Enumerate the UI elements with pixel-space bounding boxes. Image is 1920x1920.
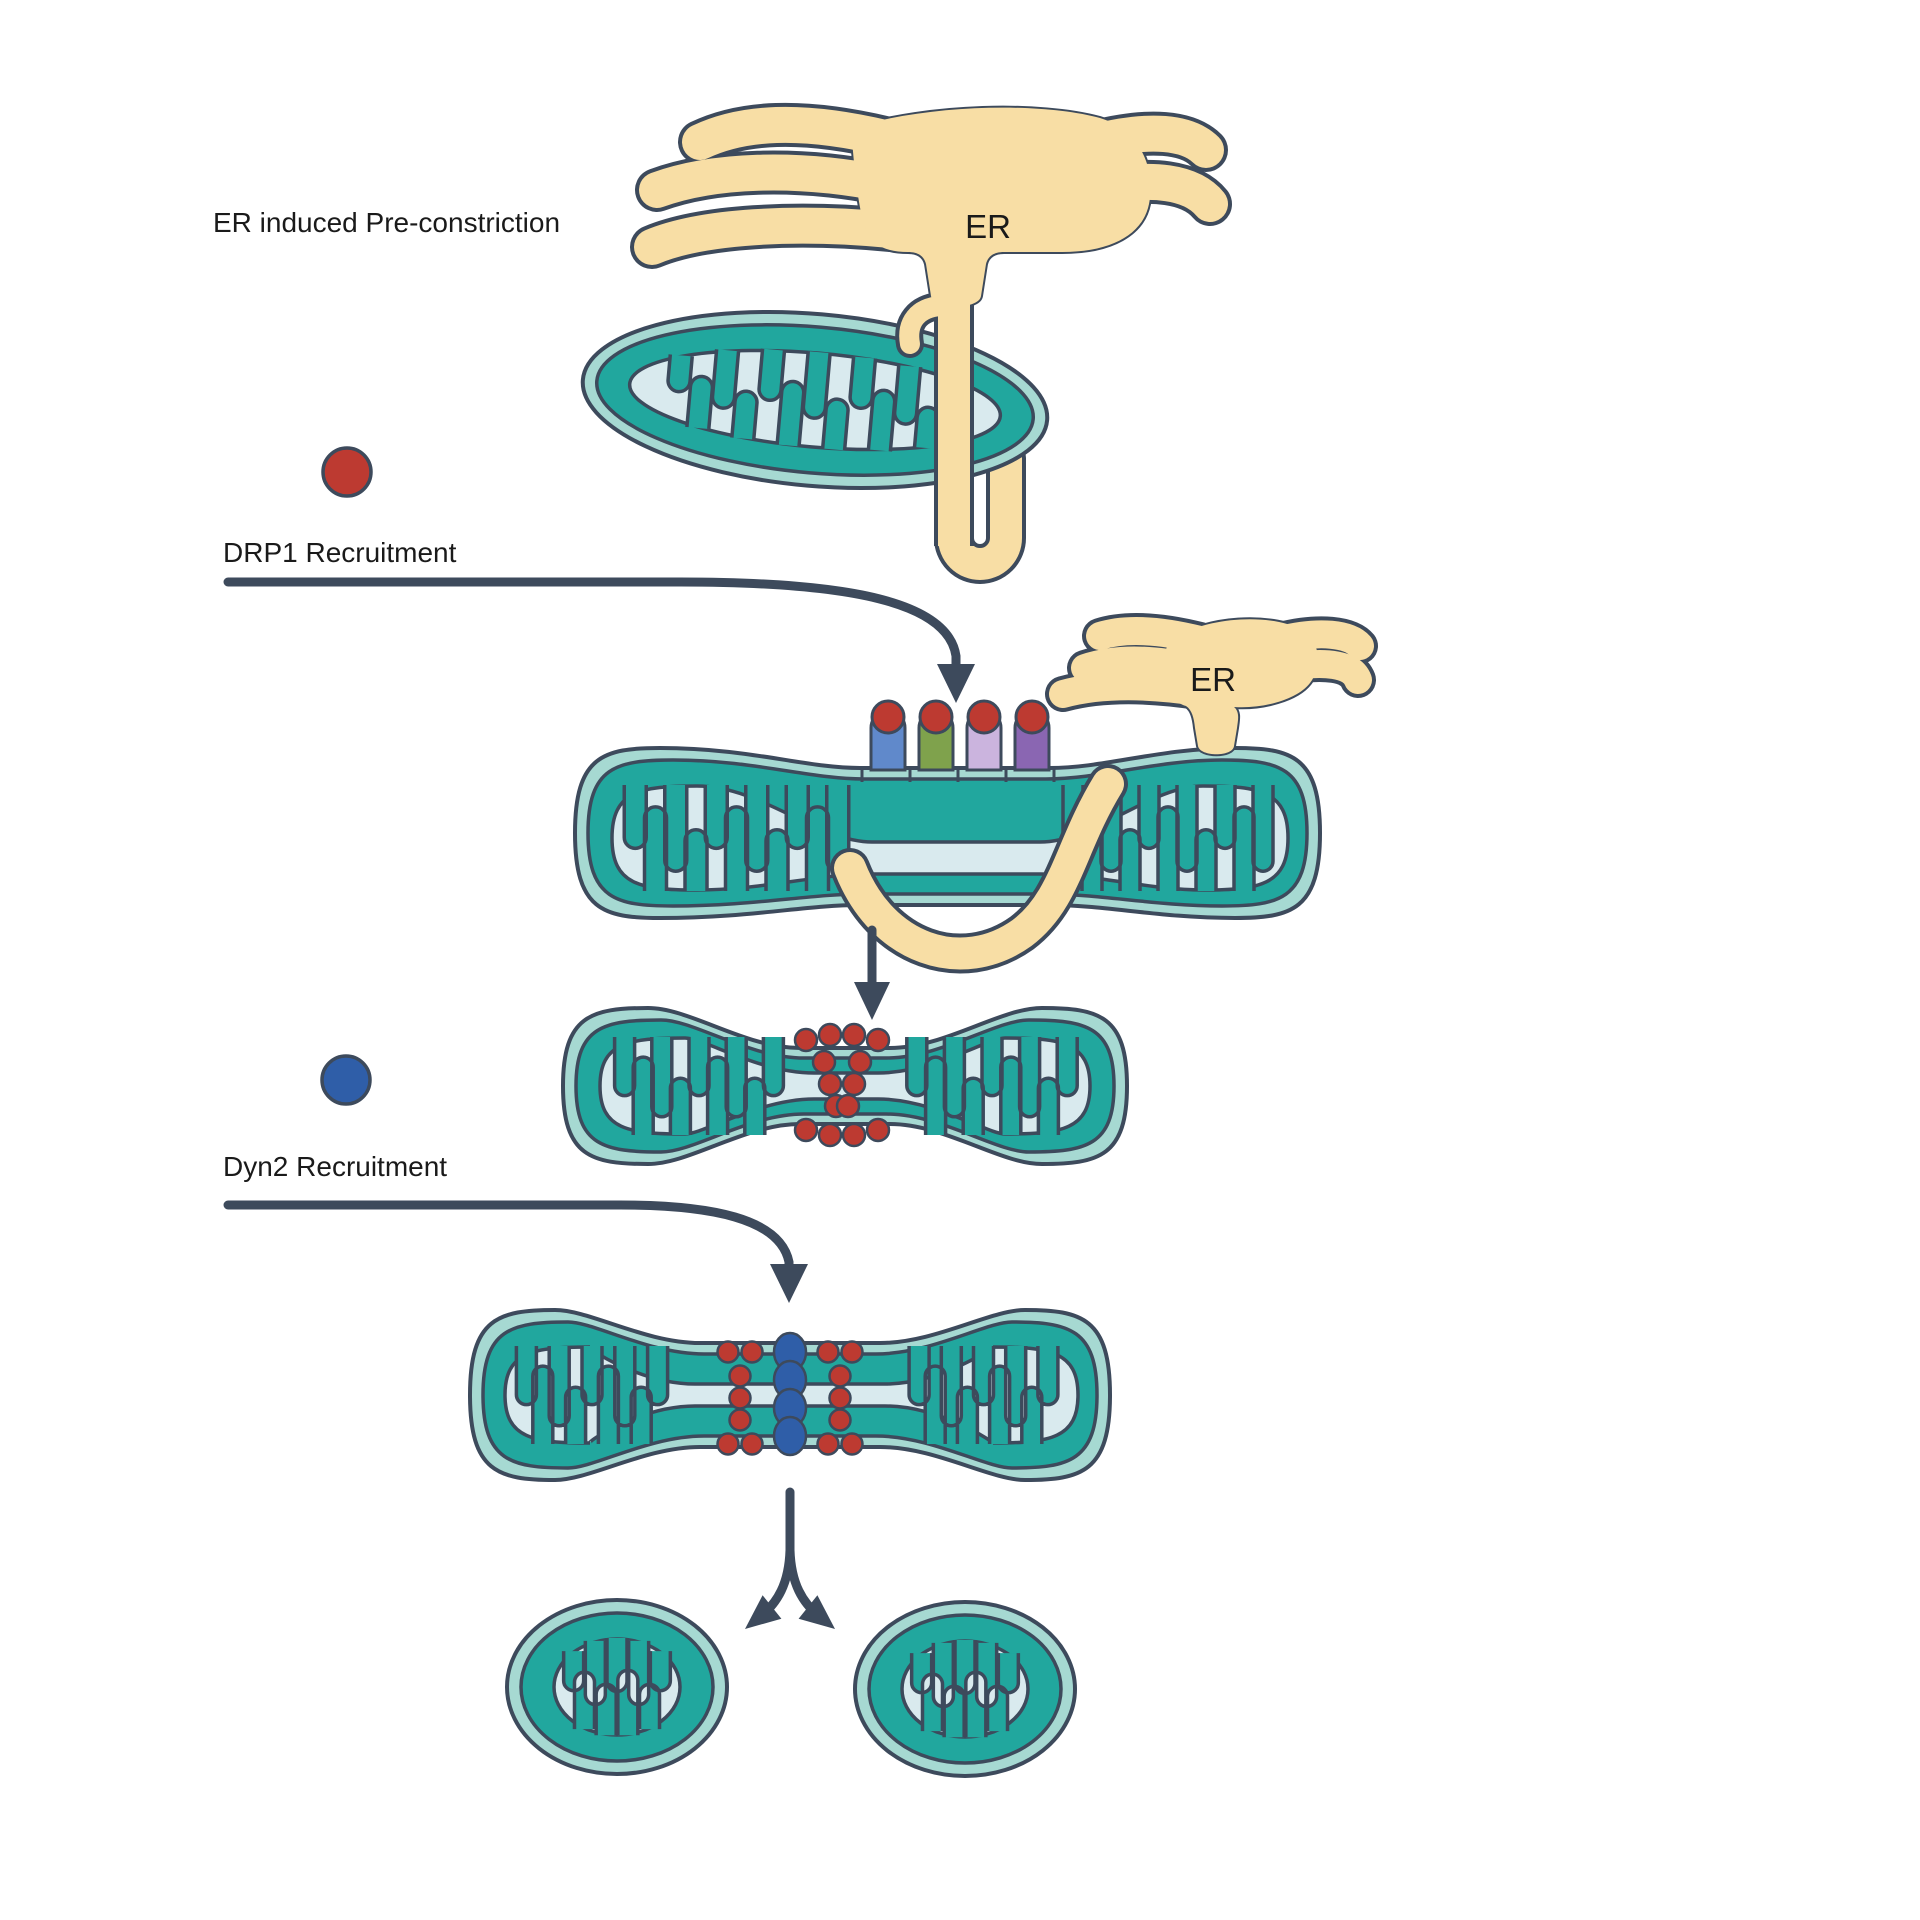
cristae-left xyxy=(622,785,851,891)
dyn2-dot xyxy=(772,1415,808,1457)
diagram-artwork xyxy=(223,102,1378,1778)
cristae-right xyxy=(905,1037,1079,1135)
drp1-dot xyxy=(828,1408,852,1432)
daughter-mitochondrion-left xyxy=(505,1598,729,1776)
drp1-dot xyxy=(817,1071,843,1097)
drp1-dot xyxy=(728,1386,752,1410)
drp1-dot xyxy=(865,1117,891,1143)
drp1-dot xyxy=(841,1122,867,1148)
drp1-dot xyxy=(841,1022,867,1048)
legend-dyn2-dot xyxy=(320,1054,372,1106)
drp1-dot xyxy=(816,1340,840,1364)
drp1-dot xyxy=(840,1432,864,1456)
drp1-dot xyxy=(828,1386,852,1410)
cristae-left xyxy=(612,1037,786,1135)
endoplasmic-reticulum-1 xyxy=(630,102,1232,546)
daughter-mitochondrion-right xyxy=(853,1600,1077,1778)
drp1-rings-stage4 xyxy=(716,1340,864,1456)
drp1-cap xyxy=(918,699,954,735)
label-dyn2-recruitment: Dyn2 Recruitment xyxy=(223,1151,447,1182)
drp1-dot xyxy=(793,1117,819,1143)
drp1-dot xyxy=(865,1027,891,1053)
drp1-dot xyxy=(740,1340,764,1364)
drp1-recruitment-arrow xyxy=(223,577,975,703)
drp1-dot xyxy=(817,1122,843,1148)
drp1-dot xyxy=(835,1093,861,1119)
fission-split-arrow xyxy=(745,1487,835,1629)
drp1-dot xyxy=(817,1022,843,1048)
drp1-dot xyxy=(793,1027,819,1053)
drp1-dot xyxy=(716,1340,740,1364)
cristae xyxy=(909,1640,1021,1738)
arrow-stage2-to-stage3 xyxy=(854,925,890,1020)
label-er-2: ER xyxy=(1190,661,1236,698)
endoplasmic-reticulum-2 xyxy=(1045,613,1378,757)
cristae xyxy=(666,348,968,452)
er-tubule-detaching xyxy=(830,764,1128,974)
drp1-dot xyxy=(840,1340,864,1364)
drp1-dot xyxy=(716,1432,740,1456)
mitochondrion-stage-1 xyxy=(580,309,1050,491)
drp1-cap xyxy=(966,699,1002,735)
label-drp1-recruitment: DRP1 Recruitment xyxy=(223,537,457,568)
label-er-preconstriction: ER induced Pre-constriction xyxy=(213,207,560,238)
legend-drp1-dot xyxy=(321,446,373,498)
mitochondrion-stage-2 xyxy=(572,745,1323,921)
drp1-dot xyxy=(841,1071,867,1097)
drp1-dot xyxy=(740,1432,764,1456)
cristae-left xyxy=(514,1346,670,1444)
er-tubule-loop-under xyxy=(934,416,1026,584)
drp1-dot xyxy=(847,1049,873,1075)
drp1-ring-dots xyxy=(793,1022,891,1148)
dyn2-recruitment-arrow xyxy=(223,1200,808,1303)
label-er-1: ER xyxy=(965,208,1011,245)
cristae-right xyxy=(907,1346,1060,1444)
drp1-dot xyxy=(828,1364,852,1388)
cristae xyxy=(561,1638,673,1736)
drp1-receptors xyxy=(869,699,1051,772)
drp1-cap xyxy=(1014,699,1050,735)
drp1-dot xyxy=(728,1408,752,1432)
dyn2-ring xyxy=(772,1331,808,1457)
drp1-dot xyxy=(811,1049,837,1075)
drp1-dot xyxy=(816,1432,840,1456)
drp1-cap xyxy=(870,699,906,735)
drp1-dot xyxy=(728,1364,752,1388)
